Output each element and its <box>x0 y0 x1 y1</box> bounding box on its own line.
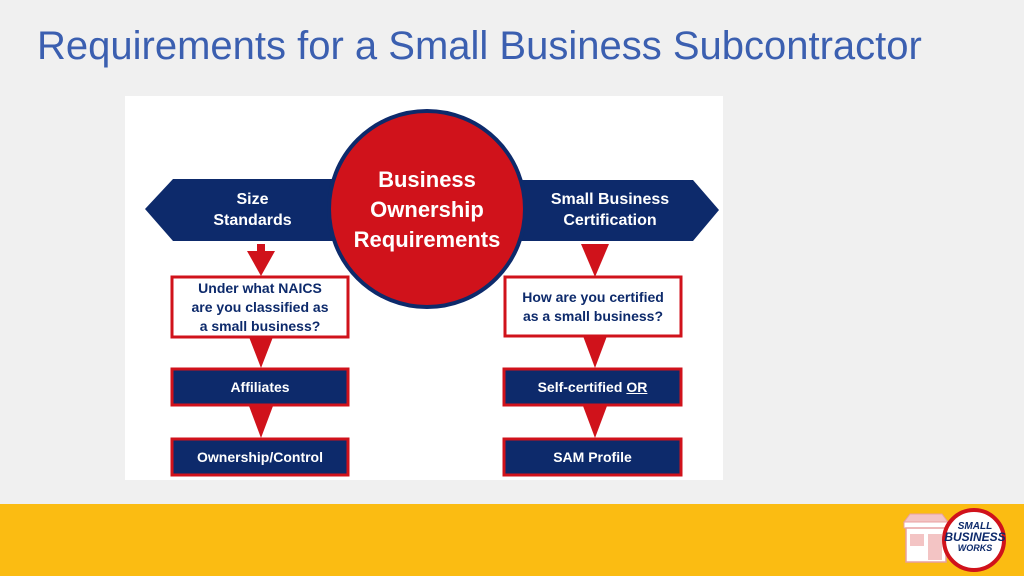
right-question-line1: How are you certified <box>522 288 664 305</box>
left-step2-box <box>170 437 350 477</box>
left-question-line1: Under what NAICS <box>198 279 322 296</box>
slide-title: Requirements for a Small Business Subcon… <box>37 24 922 68</box>
center-label: Business Ownership Requirements <box>329 164 525 256</box>
self-certified-label: Self-certified OR <box>507 372 678 402</box>
right-arrow-head-3 <box>583 406 607 438</box>
sam-profile-label: SAM Profile <box>553 449 632 465</box>
left-question-box <box>170 275 350 339</box>
logo-line3: WORKS <box>957 543 993 553</box>
right-question-label: How are you certified as a small busines… <box>508 279 678 334</box>
center-label-line3: Requirements <box>353 227 501 252</box>
certification-line2: Certification <box>563 212 657 229</box>
right-arrow-head-1 <box>581 244 609 277</box>
size-standards-banner <box>145 179 340 241</box>
certification-line1: Small Business <box>550 191 670 208</box>
logo-line2: BUSINESS <box>944 530 1006 544</box>
small-business-works-logo: SMALL BUSINESS WORKS <box>900 508 1012 572</box>
size-standards-line2: Standards <box>213 212 292 229</box>
self-certified-or: OR <box>626 379 648 395</box>
right-step1-box <box>502 367 683 407</box>
diagram-panel: Business Ownership Requirements Size Sta… <box>125 96 723 480</box>
right-arrow-head-2 <box>583 336 607 368</box>
left-step1-box <box>170 367 350 407</box>
left-arrow-head-3 <box>249 406 273 438</box>
logo-line1: SMALL <box>957 521 993 532</box>
affiliates-label: Affiliates <box>230 379 290 395</box>
right-question-box <box>503 275 683 338</box>
diagram-shapes <box>145 109 719 477</box>
certification-label: Small Business Certification <box>530 186 690 234</box>
center-label-line1: Business <box>378 167 476 192</box>
ownership-control-label: Ownership/Control <box>197 449 323 465</box>
right-step2-box <box>502 437 683 477</box>
left-arrow-head-1 <box>247 251 275 276</box>
left-arrow-head-2 <box>249 337 273 368</box>
size-standards-line1: Size <box>236 191 269 208</box>
certification-banner <box>513 180 719 241</box>
storefront-icon <box>903 508 1006 572</box>
size-standards-label: Size Standards <box>185 186 320 234</box>
left-question-label: Under what NAICS are you classified as a… <box>175 279 345 335</box>
left-question-line3: a small business? <box>199 317 321 334</box>
logo-text: SMALL BUSINESS WORKS <box>940 521 1010 554</box>
center-circle <box>327 109 527 309</box>
left-arrow-stem-1 <box>257 244 265 254</box>
center-label-line2: Ownership <box>370 197 484 222</box>
self-certified-text: Self-certified <box>537 379 623 395</box>
footer-band <box>0 504 1024 576</box>
right-question-line2: as a small business? <box>522 307 664 324</box>
left-question-line2: are you classified as <box>191 298 329 315</box>
